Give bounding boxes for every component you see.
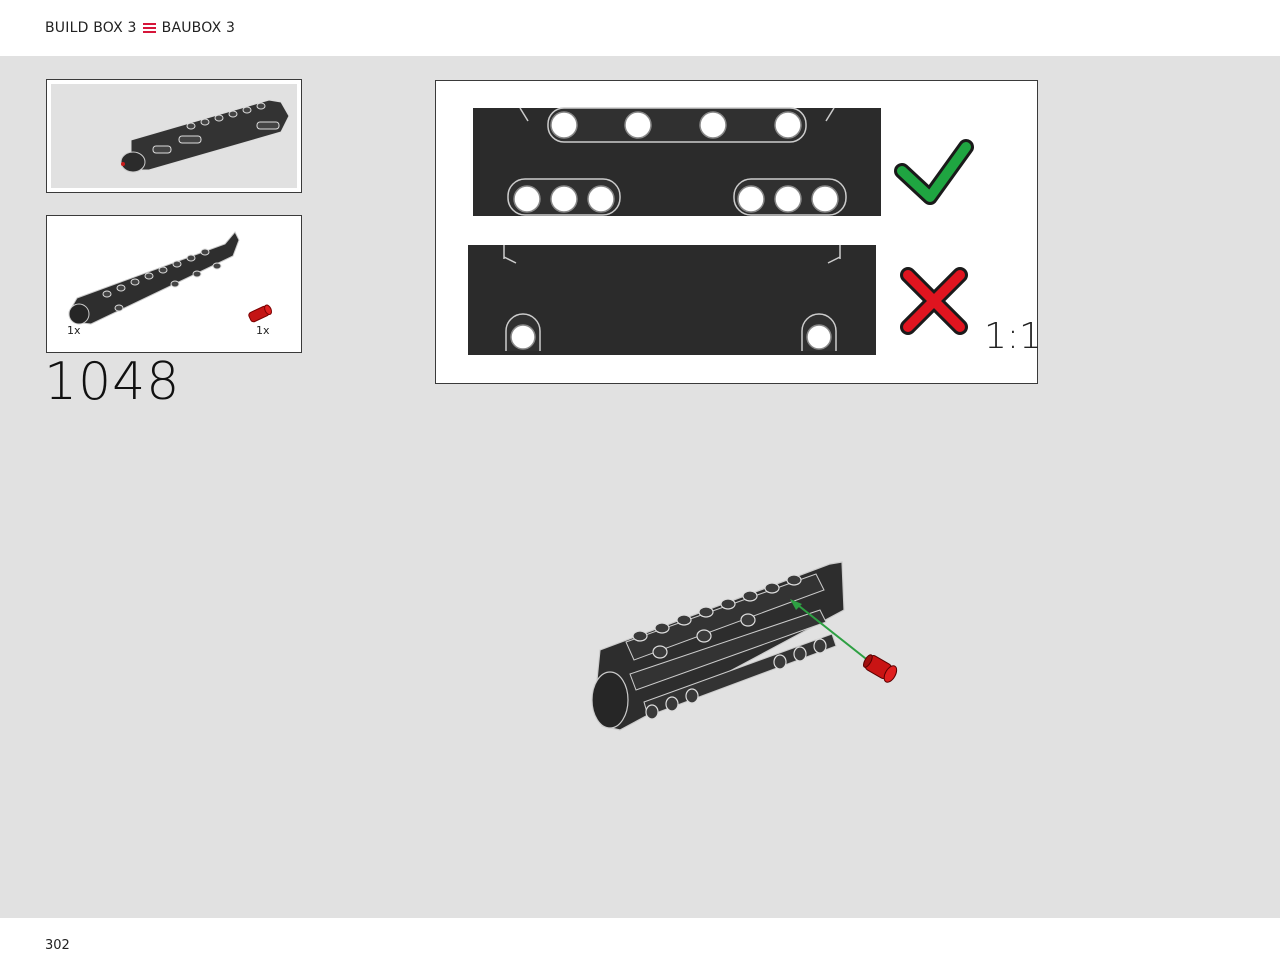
previous-assembly-illustration bbox=[120, 99, 290, 173]
main-assembly-illustration bbox=[591, 561, 898, 731]
red-connector-part-illustration bbox=[248, 304, 273, 323]
breadcrumb: BUILD BOX 3 BAUBOX 3 bbox=[45, 20, 235, 36]
check-icon bbox=[894, 139, 974, 205]
black-beam-part-illustration bbox=[68, 231, 240, 325]
cross-icon bbox=[900, 267, 968, 335]
previous-assembly-panel bbox=[46, 79, 302, 193]
previous-assembly-background bbox=[51, 84, 297, 188]
correct-orientation-beam bbox=[473, 107, 881, 216]
menu-icon bbox=[142, 23, 156, 33]
orientation-callout bbox=[435, 80, 1038, 384]
page-number: 302 bbox=[45, 938, 70, 953]
parts-list-panel: 1x 1x bbox=[46, 215, 302, 353]
build-box-title: BUILD BOX 3 bbox=[45, 20, 137, 36]
wrong-orientation-beam bbox=[468, 245, 876, 355]
page-footer: 302 bbox=[0, 918, 1280, 974]
part-quantity: 1x bbox=[67, 324, 81, 337]
page-header: BUILD BOX 3 BAUBOX 3 bbox=[0, 0, 1280, 56]
build-box-title-de: BAUBOX 3 bbox=[161, 20, 236, 36]
step-number: 1048 bbox=[44, 352, 181, 412]
part-quantity: 1x bbox=[256, 324, 270, 337]
scale-label: 1:1 bbox=[984, 316, 1042, 357]
